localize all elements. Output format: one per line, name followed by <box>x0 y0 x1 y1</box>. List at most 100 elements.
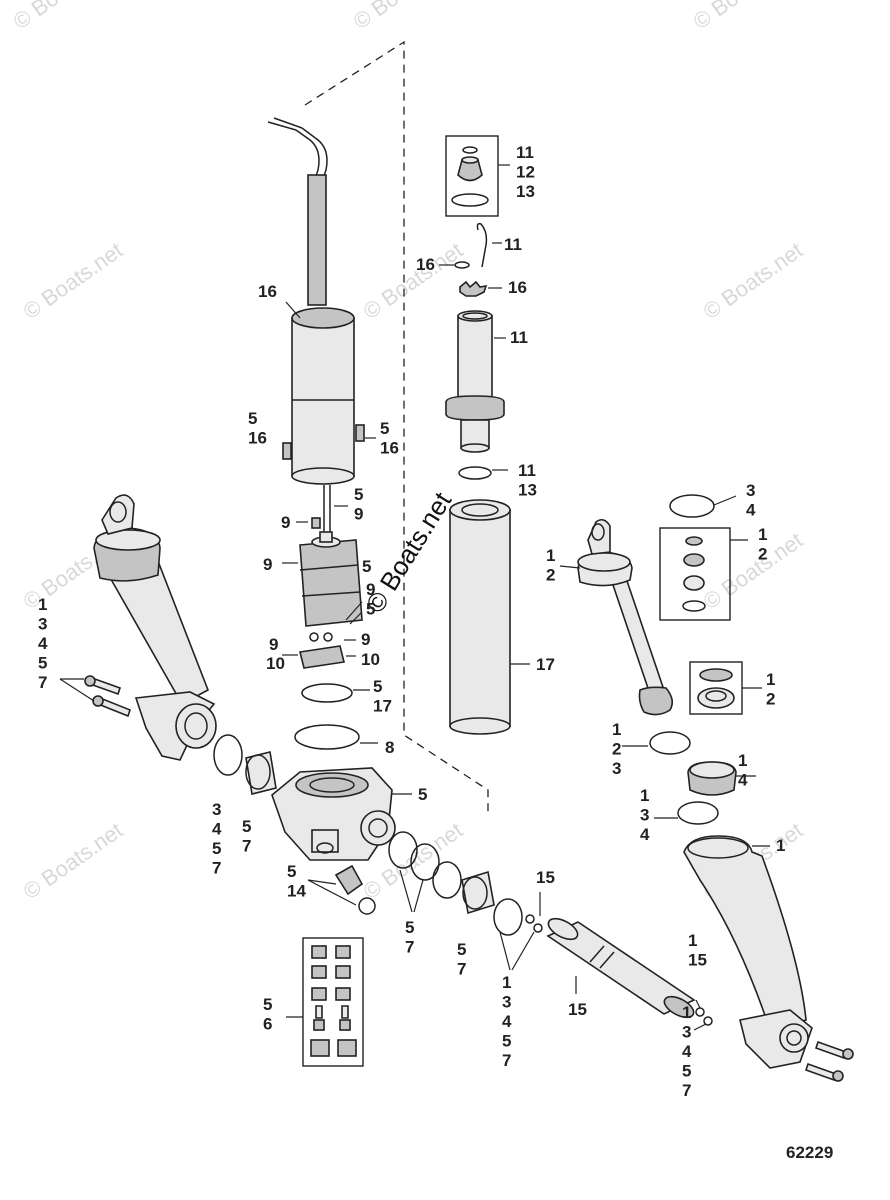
callout-number: 9 <box>281 513 290 532</box>
star-washer <box>459 280 488 297</box>
washers-mid <box>499 892 543 971</box>
callout-number: 7 <box>682 1081 691 1100</box>
watermark: © Boats.net <box>689 0 798 34</box>
watermark: © Boats.net <box>9 0 118 34</box>
o-ring <box>454 261 470 269</box>
right-trim-ram <box>683 835 813 1069</box>
callout-number: 3 <box>38 615 47 634</box>
callout-number: 5 <box>405 918 414 937</box>
right-seal-kit-box <box>659 527 748 621</box>
callout-number: 16 <box>416 255 435 274</box>
left-trim-ram <box>93 494 217 761</box>
callout-number: 5 <box>242 817 251 836</box>
o-rings-group <box>388 831 462 913</box>
callout-number: 1 <box>738 751 747 770</box>
callout-number: 7 <box>38 673 47 692</box>
callout-number: 9 <box>269 635 278 654</box>
manifold-5 <box>271 767 412 861</box>
callout-number: 16 <box>248 429 267 448</box>
trim-cylinder-17 <box>449 499 530 735</box>
callout-number: 5 <box>263 995 272 1014</box>
watermark: © Boats.net <box>19 817 128 904</box>
o-ring-mid <box>493 898 523 936</box>
callout-number: 4 <box>746 501 756 520</box>
callout-number: 1 <box>688 931 697 950</box>
callout-number: 17 <box>536 655 555 674</box>
callout-number: 5 <box>354 485 363 504</box>
callout-number: 5 <box>248 409 257 428</box>
background-watermarks: © Boats.net © Boats.net © Boats.net © Bo… <box>9 0 808 904</box>
retaining-wire <box>476 222 488 268</box>
callout-number: 3 <box>640 806 649 825</box>
callout-number: 7 <box>405 938 414 957</box>
right-trim-rod <box>559 518 674 716</box>
callout-number: 1 <box>682 1003 691 1022</box>
seal-kit-box <box>445 135 510 217</box>
callout-number: 10 <box>361 650 380 669</box>
check-valve-14 <box>307 864 376 915</box>
callout-number: 4 <box>502 1012 512 1031</box>
callout-number: 4 <box>738 771 748 790</box>
callout-number: 3 <box>612 759 621 778</box>
callout-number: 5 <box>373 677 382 696</box>
callout-number: 5 <box>287 862 296 881</box>
callout-number: 2 <box>546 566 555 585</box>
callout-number: 7 <box>502 1051 511 1070</box>
left-bolts <box>59 675 131 718</box>
right-o-ring-2 <box>649 731 691 755</box>
callout-number: 12 <box>516 163 535 182</box>
callout-number: 11 <box>510 328 528 347</box>
callout-number: 14 <box>287 882 306 901</box>
callout-number: 4 <box>640 825 650 844</box>
callout-number: 7 <box>457 960 466 979</box>
pivot-pin-15 <box>546 917 696 1019</box>
callout-number: 5 <box>366 600 375 619</box>
right-piston-box <box>689 661 762 715</box>
callout-number: 9 <box>366 580 375 599</box>
callout-number: 9 <box>361 630 370 649</box>
callout-number: 7 <box>212 859 221 878</box>
pump-rods <box>296 485 348 535</box>
watermark: © Boats.net <box>359 237 468 324</box>
callout-number: 2 <box>612 740 621 759</box>
bushing-mid <box>461 870 495 915</box>
leader <box>713 495 737 506</box>
o-ring-17 <box>301 683 353 703</box>
callout-number: 11 <box>504 235 522 254</box>
callout-number: 5 <box>380 419 389 438</box>
callout-number: 1 <box>758 525 767 544</box>
callout-number: 6 <box>263 1015 272 1034</box>
pin-washers <box>693 999 713 1031</box>
callout-number: 5 <box>38 654 47 673</box>
right-cap <box>687 761 756 796</box>
callout-number: 15 <box>536 868 555 887</box>
callout-number: 1 <box>612 720 621 739</box>
callout-number: 8 <box>385 738 394 757</box>
drawing-number: 62229 <box>786 1143 833 1162</box>
callout-number: 16 <box>258 282 277 301</box>
o-ring-lower <box>458 466 492 480</box>
watermark: © Boats.net <box>349 0 458 34</box>
callout-number: 11 <box>516 143 534 162</box>
piston-rod-upper <box>445 310 506 453</box>
o-ring-8 <box>294 724 360 750</box>
callout-number: 13 <box>516 182 535 201</box>
callout-number: 4 <box>212 820 222 839</box>
left-o-ring <box>213 734 243 776</box>
callout-number: 3 <box>502 993 511 1012</box>
callout-number: 3 <box>212 800 221 819</box>
callout-number: 1 <box>766 670 775 689</box>
left-bushing <box>245 751 277 795</box>
watermark: © Boats.net <box>699 237 808 324</box>
callout-number: 13 <box>518 481 537 500</box>
valve-plate <box>282 632 356 669</box>
hardware-kit-box <box>286 937 364 1067</box>
pump-body <box>282 531 363 627</box>
callout-number: 15 <box>568 1000 587 1019</box>
right-o-ring-top <box>669 494 715 518</box>
callout-number: 1 <box>502 973 511 992</box>
callout-number: 5 <box>362 557 371 576</box>
callout-number: 15 <box>688 951 707 970</box>
callout-number: 5 <box>457 940 466 959</box>
